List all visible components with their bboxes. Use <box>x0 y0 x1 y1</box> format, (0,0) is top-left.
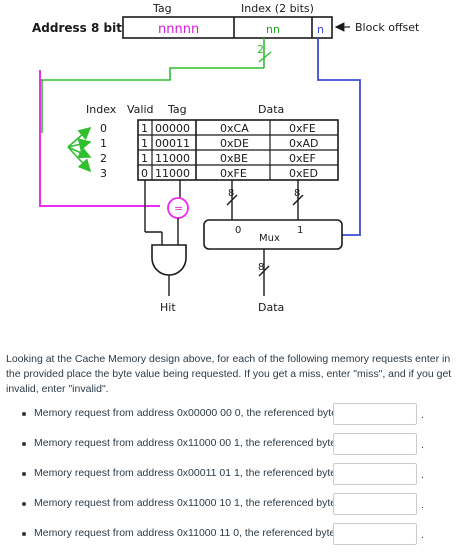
request-text: Memory request from address 0x00011 01 1… <box>34 467 347 479</box>
answer-input-4[interactable] <box>333 493 417 515</box>
bullet-icon <box>22 442 26 446</box>
answer-input-5[interactable] <box>333 523 417 545</box>
period: . <box>421 499 424 511</box>
table-header-valid: Valid <box>127 103 154 116</box>
table-header-data: Data <box>258 103 284 116</box>
index-bus-tick <box>258 51 272 63</box>
request-text: Memory request from address 0x11000 11 0… <box>34 527 346 539</box>
answer-input-2[interactable] <box>333 433 417 455</box>
data-bus-0-width: 8 <box>228 188 234 199</box>
cache-memory-diagram: Tag Index (2 bits) Address 8 bits nnnnn … <box>32 2 420 314</box>
bullet-icon <box>22 472 26 476</box>
answer-input-3[interactable] <box>333 463 417 485</box>
row-index-label: 2 <box>100 152 107 165</box>
table-cell-d0: 0xCA <box>220 122 249 135</box>
offset-field: n <box>317 23 324 36</box>
row-index-label: 1 <box>100 137 107 150</box>
period: . <box>421 439 424 451</box>
index-row1-arrow <box>67 138 92 151</box>
request-item: Memory request from address 0x00011 01 1… <box>0 463 474 491</box>
table-cell-valid: 1 <box>141 152 148 165</box>
table-cell-d1: 0xFE <box>289 122 316 135</box>
block-offset-label: Block offset <box>355 21 420 34</box>
mux-output-tick <box>258 265 270 277</box>
data-bus-1-width: 8 <box>294 188 300 199</box>
request-text: Memory request from address 0x00000 00 0… <box>34 407 348 419</box>
table-cell-tag: 11000 <box>155 167 190 180</box>
table-cell-tag: 11000 <box>155 152 190 165</box>
tag-route <box>39 70 160 207</box>
table-cell-d1: 0xEF <box>289 152 316 165</box>
row-index-label: 0 <box>100 122 107 135</box>
table-header-tag: Tag <box>167 103 187 116</box>
table-cell-valid: 0 <box>141 167 148 180</box>
data-bus-0-tick <box>226 194 238 206</box>
period: . <box>421 409 424 421</box>
table-header-index: Index <box>86 103 117 116</box>
table-cell-tag: 00011 <box>155 137 190 150</box>
mux-input-1: 1 <box>297 225 303 236</box>
offset-route <box>317 38 361 236</box>
table-cell-d0: 0xDE <box>220 137 249 150</box>
tag-header: Tag <box>152 2 172 15</box>
table-cell-d0: 0xFE <box>220 167 247 180</box>
address-label: Address 8 bits <box>32 21 129 35</box>
index-route <box>42 67 264 81</box>
hit-label: Hit <box>160 301 176 314</box>
request-item: Memory request from address 0x11000 11 0… <box>0 523 474 551</box>
index-header: Index (2 bits) <box>241 2 314 15</box>
bullet-icon <box>22 412 26 416</box>
request-item: Memory request from address 0x11000 10 1… <box>0 493 474 521</box>
index-bus-width: 2 <box>257 43 264 56</box>
index-field: nn <box>266 23 280 36</box>
cache-table <box>137 119 339 181</box>
period: . <box>421 529 424 541</box>
request-item: Memory request from address 0x00000 00 0… <box>0 403 474 431</box>
period: . <box>421 469 424 481</box>
tag-field: nnnnn <box>158 22 199 37</box>
index-row3-arrow <box>67 146 92 173</box>
index-row0-arrow <box>67 126 92 148</box>
data-out-label: Data <box>258 301 284 314</box>
index-row2-arrow <box>67 146 92 159</box>
bullet-icon <box>22 502 26 506</box>
mux-label: Mux <box>259 233 280 244</box>
table-cell-valid: 1 <box>141 137 148 150</box>
mux-input-0: 0 <box>235 225 241 236</box>
mux <box>203 219 343 250</box>
address-register <box>122 16 333 39</box>
table-cell-d0: 0xBE <box>220 152 248 165</box>
and-gate <box>151 244 187 276</box>
table-cell-d1: 0xAD <box>289 137 319 150</box>
mux-output-width: 8 <box>258 262 264 273</box>
request-text: Memory request from address 0x11000 10 1… <box>34 497 347 509</box>
request-item: Memory request from address 0x11000 00 1… <box>0 433 474 461</box>
question-text: Looking at the Cache Memory design above… <box>6 353 452 395</box>
bullet-icon <box>22 532 26 536</box>
answer-input-1[interactable] <box>333 403 417 425</box>
data-bus-1-tick <box>292 194 304 206</box>
table-cell-d1: 0xED <box>289 167 318 180</box>
table-cell-valid: 1 <box>141 122 148 135</box>
comparator-symbol: = <box>174 202 183 215</box>
table-cell-tag: 00000 <box>155 122 190 135</box>
row-index-label: 3 <box>100 167 107 180</box>
request-text: Memory request from address 0x11000 00 1… <box>34 437 347 449</box>
